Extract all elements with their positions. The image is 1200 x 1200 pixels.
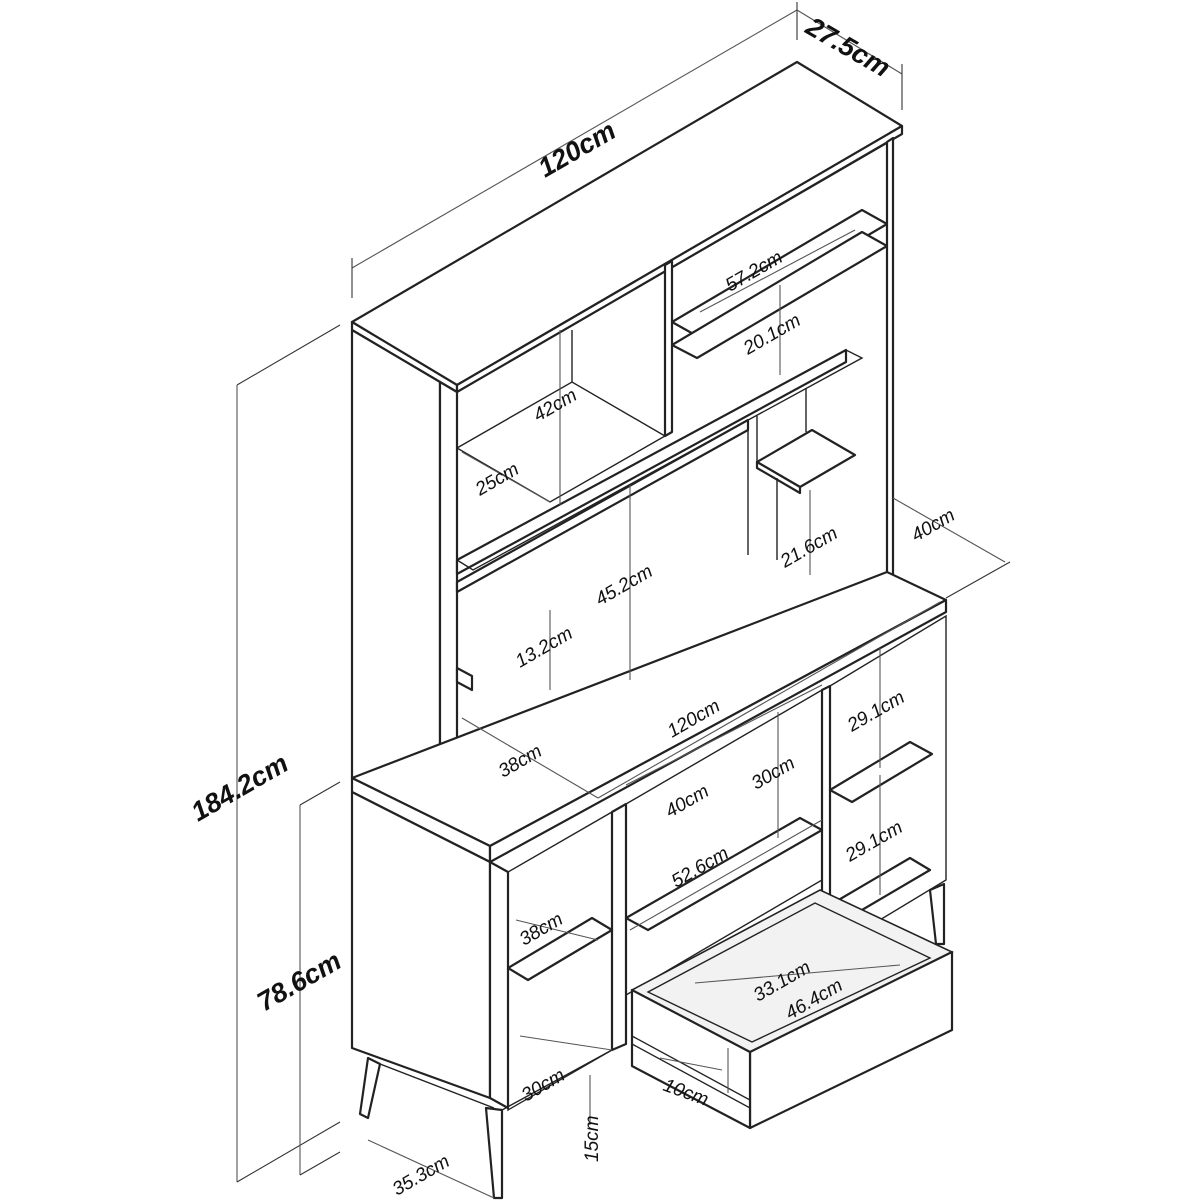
leg-front-right [928,882,946,946]
label-leg-height: 15cm [582,1116,603,1162]
small-side-shelf-edge [755,460,802,495]
label-total-height: 184.2cm [186,748,293,827]
back-rail [455,418,750,594]
label-under-shelf-gap: 13.2cm [512,623,576,672]
middle-shelf-top [455,349,864,571]
label-center-opening-height: 45.2cm [592,561,656,610]
hutch-top-panel [350,60,904,387]
leg-front-left [358,1056,382,1120]
desk-left-front [488,860,510,1110]
left-cubby-divider [610,802,628,1052]
leg-front-center [484,1106,504,1200]
upper-divider [663,259,674,438]
small-side-shelf [755,428,857,489]
hutch-top-side-edge [455,124,904,394]
right-hutch-side-panel [885,136,895,584]
hutch-desk-drawing [350,60,954,1200]
label-side-shelf-height: 21.6cm [776,523,841,573]
right-column-back [829,614,947,952]
under-shelf-stub [455,666,474,692]
label-right-cube-upper: 29.1cm [843,687,908,737]
drawer-inner [646,902,932,1043]
label-left-niche-depth: 25cm [471,459,523,501]
right-column-shelf-1 [828,740,934,804]
left-cubby-shelf [506,916,614,982]
right-column-front [820,684,832,918]
desk-top-side-edge [488,598,948,864]
label-desk-height: 78.6cm [252,945,346,1017]
label-left-cube-lower: 30cm [518,1065,569,1106]
label-knee-space-height: 30cm [748,753,799,794]
label-knee-space-depth: 40cm [662,781,713,822]
label-right-cube-lower: 29.1cm [841,817,906,867]
drawer-rail [631,1034,751,1110]
dimension-lines [236,2,1011,1199]
